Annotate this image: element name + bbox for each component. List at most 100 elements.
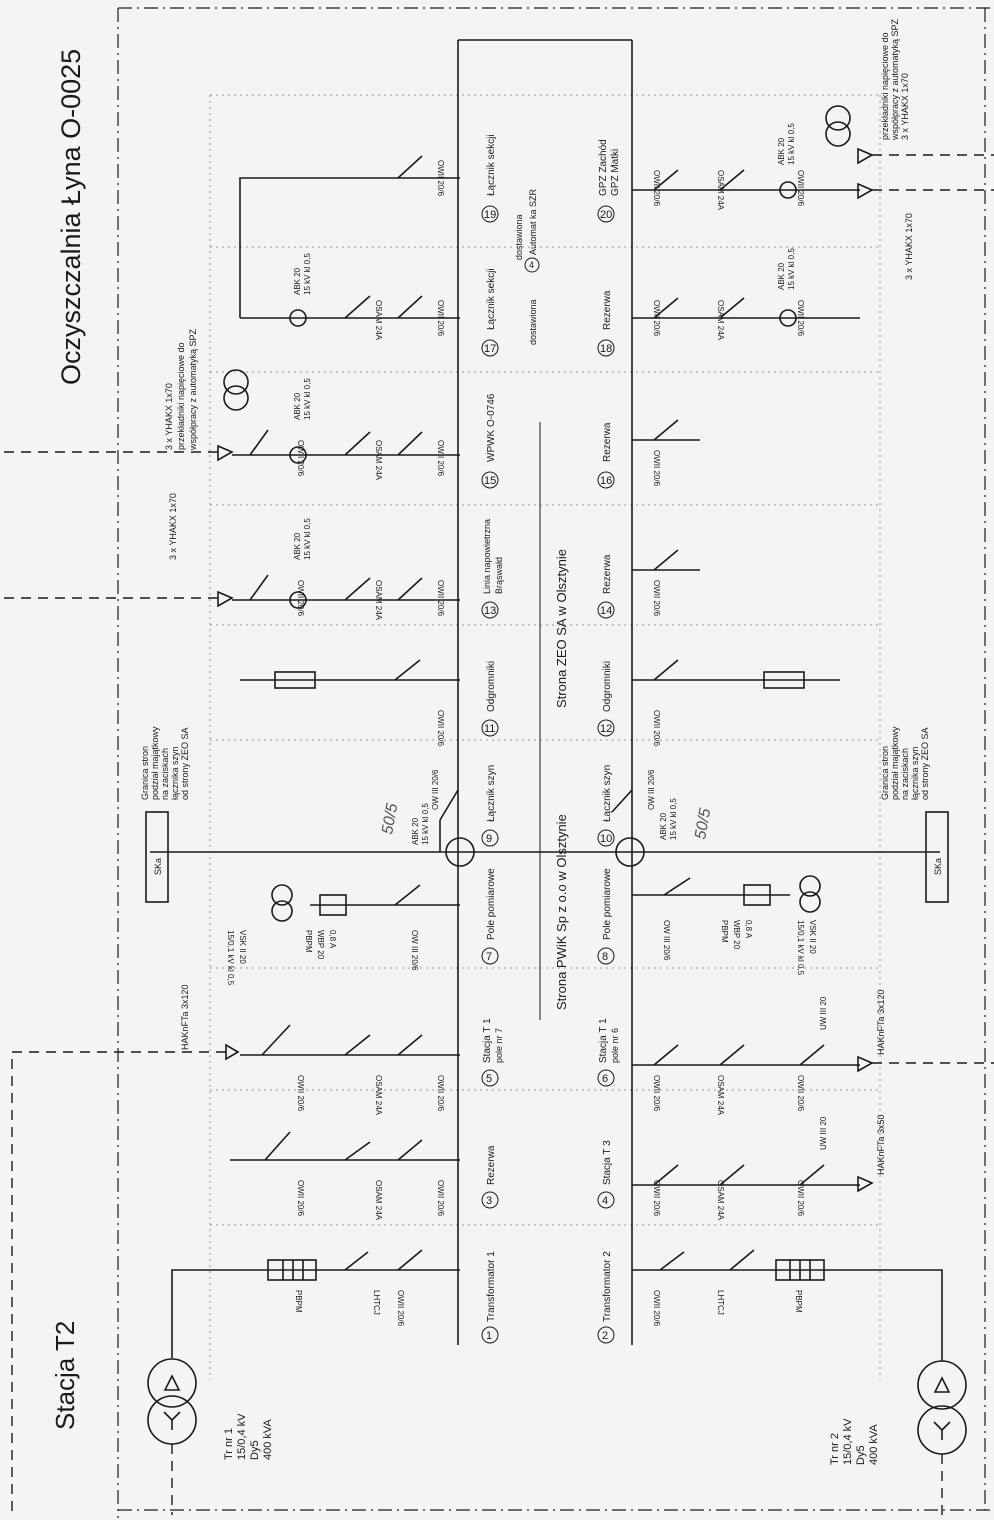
- ska-box-2: [925, 811, 949, 903]
- field-8-label: Pole pomiarowe: [602, 868, 613, 940]
- lbl-owii-14: OWII 20/6: [652, 580, 661, 617]
- field-4-num: 4: [602, 1195, 608, 1207]
- lbl-owii-13b: OWII 20/6: [296, 580, 305, 617]
- field-1-num: 1: [486, 1330, 492, 1342]
- field-2-num: 2: [602, 1330, 608, 1342]
- lbl-uw-6: UW III 20: [819, 996, 828, 1030]
- note-g4b: łącznika szyn: [910, 746, 920, 800]
- lbl-vsk1-7: VSK II 20: [238, 930, 247, 964]
- lbl-abk2-9: 15 kV kl 0,5: [421, 803, 430, 845]
- tr2-group: Dy5: [855, 1445, 867, 1465]
- field-16-num: 16: [600, 475, 612, 487]
- tr1-power: 400 kVA: [262, 1419, 274, 1460]
- lbl-yhakx-13: 3 x YHAKX 1x70: [168, 493, 178, 560]
- lbl-pbpm-1: PBPM: [294, 1290, 303, 1313]
- ska-box-1: [145, 811, 169, 903]
- lbl-abk1-17: ABK 20: [293, 267, 302, 295]
- lbl-pt1-15: przekładniki napięciowe do: [176, 342, 186, 450]
- lbl-vsk2-8: 15/0,1 kV kl 0,5: [796, 920, 805, 976]
- lbl-owiii-7: OW III 20/6: [410, 930, 419, 971]
- automation-num: 4: [529, 260, 534, 270]
- field-3-num: 3: [486, 1195, 492, 1207]
- ska-label-1: SKa: [153, 858, 163, 875]
- ct-circle-9: [445, 837, 475, 867]
- lbl-yhakx-18: 3 x YHAKX 1x70: [904, 213, 914, 280]
- lbl-owii-11: OWII 20/6: [436, 710, 445, 747]
- field-6-sub: pole nr 6: [610, 1028, 620, 1063]
- lbl-owii-20: OWII 20/6: [652, 170, 661, 207]
- tr1-voltage: 15/0,4 kV: [236, 1413, 248, 1460]
- note-g1b: Granica stron: [880, 746, 890, 800]
- field-1-label: Transformator 1: [486, 1251, 497, 1322]
- lbl-abk2-10: 15 kV kl 0,5: [669, 798, 678, 840]
- field-8-num: 8: [602, 951, 608, 963]
- field-7-num: 7: [486, 951, 492, 963]
- lbl-abk2-20: 15 kV kl 0,5: [787, 123, 796, 165]
- lbl-pbpm-2: PBPM: [794, 1290, 803, 1313]
- field-13-label: Linia napowietrzna: [482, 519, 492, 594]
- field-labels-top: 1 Transformator 1 3 Rezerwa 5 Stacja T 1…: [481, 134, 504, 1344]
- lbl-owii-18b: OWII 20/6: [796, 300, 805, 337]
- lbl-hak-1: HAKnFTa 3x120: [180, 984, 190, 1050]
- lbl-owii-13: OWII 20/6: [436, 580, 445, 617]
- lbl-owii-4: OWII 20/6: [652, 1180, 661, 1217]
- field-14-label: Rezerwa: [602, 554, 613, 594]
- lbl-owii-15: OWII 20/6: [436, 440, 445, 477]
- automation-line-3: dostawiona: [528, 299, 538, 345]
- field-20-num: 20: [600, 209, 612, 221]
- lbl-owiii-10: OW III 20/6: [647, 769, 656, 810]
- field-2-label: Transformator 2: [602, 1251, 613, 1322]
- lbl-owii-18: OWII 20/6: [652, 300, 661, 337]
- field-20-sub: GPZ Matki: [610, 149, 621, 196]
- lbl-yhakx-15: 3 x YHAKX 1x70: [164, 383, 174, 450]
- lbl-owii-17: OWII 20/6: [436, 300, 445, 337]
- field-11-num: 11: [484, 723, 495, 735]
- lbl-abk2-17: 15 kV kl 0,5: [303, 253, 312, 295]
- lbl-abk1-9: ABK 20: [411, 817, 420, 845]
- lbl-lhtcj: LHTCJ: [372, 1290, 381, 1315]
- note-g3: na zaciskach: [160, 748, 170, 800]
- field-5-sub: pole nr 7: [494, 1028, 504, 1063]
- ska-label-2: SKa: [933, 858, 943, 875]
- field-12-label: Odgromniki: [602, 661, 613, 712]
- lbl-wbp-7: WBP 20: [316, 930, 325, 960]
- field-6-num: 6: [602, 1073, 608, 1085]
- field-10-num: 10: [600, 833, 612, 845]
- field-11-label: Odgromniki: [486, 661, 497, 712]
- lbl-owii-3: OWII 20/6: [436, 1180, 445, 1217]
- note-g3b: na zaciskach: [900, 748, 910, 800]
- device-labels-bottom: OWII 20/6 LHTCJ PBPM OWII 20/6 OSAM 24A …: [647, 18, 930, 1326]
- field-16-label: Rezerwa: [602, 422, 613, 462]
- lbl-osam-15: OSAM 24A: [374, 440, 383, 481]
- lbl-abk1-18: ABK 20: [777, 262, 786, 290]
- lbl-owii-3b: OWII 20/6: [296, 1180, 305, 1217]
- field-17-num: 17: [484, 343, 496, 355]
- field-4-label: Stacja T 3: [602, 1140, 613, 1185]
- lbl-owii-6b: OWII 20/6: [796, 1075, 805, 1112]
- note-g2: podział majątkowy: [150, 726, 160, 800]
- lbl-lhtcj-2: LHTCJ: [716, 1290, 725, 1315]
- lbl-pt2-20: współpracy z automatyką SPZ: [890, 18, 900, 141]
- field-15-label: WPWK O-0746: [486, 393, 497, 462]
- lbl-owii-15b: OWII 20/6: [296, 440, 305, 477]
- field-18-num: 18: [600, 343, 612, 355]
- lbl-osam-6: OSAM 24A: [716, 1075, 725, 1116]
- lbl-owii-1: OWII 20/6: [396, 1290, 405, 1327]
- transformer-2: Tr nr 2 15/0,4 kV Dy5 400 kVA: [632, 1249, 967, 1515]
- tr2-name: Tr nr 2: [829, 1433, 841, 1465]
- lbl-hak-4: HAKnFTa 3x50: [876, 1114, 886, 1175]
- lbl-owiii-9: OW III 20/6: [431, 769, 440, 810]
- lbl-wbp-8: WBP 20: [732, 920, 741, 950]
- device-labels-top: OWII 20/6 LHTCJ PBPM OWII 20/6 OSAM 24A …: [140, 160, 445, 1327]
- lbl-abk1-15: ABK 20: [293, 392, 302, 420]
- field-20-label: GPZ Zachód: [598, 139, 609, 196]
- lbl-osam-13: OSAM 24A: [374, 580, 383, 621]
- tr1-name: Tr nr 1: [223, 1428, 235, 1460]
- field-19-label: Łącznik sekcji: [486, 134, 497, 196]
- lbl-owii-12: OWII 20/6: [652, 710, 661, 747]
- note-g5b: od strony ZEO SA: [920, 727, 930, 800]
- field-13-sub: Brąswałd: [494, 557, 504, 594]
- lbl-abk1-20: ABK 20: [777, 137, 786, 165]
- lbl-pt2-15: współpracy z automatyką SPZ: [188, 328, 198, 451]
